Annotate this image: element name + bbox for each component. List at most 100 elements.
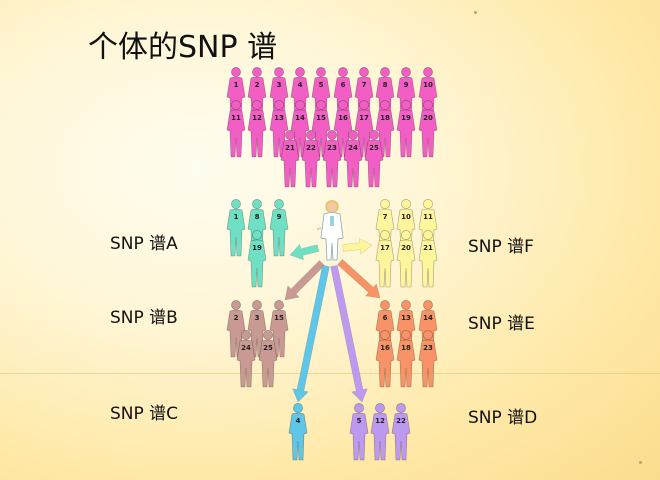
person-number: 6 bbox=[340, 81, 346, 89]
person-icon bbox=[343, 130, 363, 188]
person-population-11: 11 bbox=[226, 100, 246, 158]
arrow-to-d bbox=[330, 264, 368, 403]
decor-line bbox=[0, 373, 660, 374]
person-number: 3 bbox=[276, 81, 282, 89]
person-number: 10 bbox=[423, 81, 433, 89]
person-population-25: 25 bbox=[364, 130, 384, 188]
person-number: 23 bbox=[327, 144, 337, 152]
person-number: 24 bbox=[241, 344, 251, 352]
person-number: 6 bbox=[382, 314, 388, 322]
arrow-to-e bbox=[337, 258, 381, 299]
person-number: 16 bbox=[338, 114, 348, 122]
person-number: 23 bbox=[423, 344, 433, 352]
person-e-23: 23 bbox=[418, 330, 438, 388]
person-number: 1 bbox=[233, 213, 239, 221]
person-number: 25 bbox=[263, 344, 273, 352]
person-number: 24 bbox=[348, 144, 358, 152]
person-number: 12 bbox=[252, 114, 262, 122]
person-number: 9 bbox=[276, 213, 282, 221]
person-number: 22 bbox=[306, 144, 316, 152]
arrow-to-f bbox=[342, 237, 373, 255]
person-number: 5 bbox=[318, 81, 324, 89]
person-icon bbox=[247, 230, 267, 288]
person-number: 19 bbox=[252, 244, 262, 252]
person-a-1: 1 bbox=[226, 199, 246, 257]
person-icon bbox=[370, 403, 390, 461]
person-number: 18 bbox=[380, 114, 390, 122]
person-icon bbox=[301, 130, 321, 188]
person-c-4: 4 bbox=[288, 403, 308, 461]
decor-dot bbox=[474, 11, 477, 14]
person-f-21: 21 bbox=[418, 230, 438, 288]
person-icon bbox=[280, 130, 300, 188]
person-population-24: 24 bbox=[343, 130, 363, 188]
person-population-21: 21 bbox=[280, 130, 300, 188]
person-population-19: 19 bbox=[396, 100, 416, 158]
person-icon bbox=[418, 330, 438, 388]
person-population-22: 22 bbox=[301, 130, 321, 188]
person-number: 22 bbox=[396, 417, 406, 425]
researcher-icon bbox=[314, 198, 347, 262]
person-a-19: 19 bbox=[247, 230, 267, 288]
person-icon bbox=[247, 100, 267, 158]
person-e-18: 18 bbox=[396, 330, 416, 388]
label-snp-a: SNP 谱A bbox=[110, 234, 178, 254]
person-icon bbox=[396, 330, 416, 388]
person-number: 13 bbox=[274, 114, 284, 122]
person-b-24: 24 bbox=[236, 330, 256, 388]
label-snp-f: SNP 谱F bbox=[468, 237, 534, 257]
person-number: 15 bbox=[316, 114, 326, 122]
decor-dot bbox=[639, 461, 642, 464]
arrow-to-b bbox=[284, 260, 325, 301]
person-number: 25 bbox=[369, 144, 379, 152]
person-icon bbox=[418, 100, 438, 158]
arrow-to-a bbox=[289, 243, 320, 261]
arrow-to-c bbox=[292, 264, 330, 403]
person-number: 3 bbox=[254, 314, 260, 322]
person-number: 21 bbox=[423, 244, 433, 252]
person-number: 11 bbox=[423, 213, 433, 221]
person-number: 20 bbox=[423, 114, 433, 122]
person-f-17: 17 bbox=[375, 230, 395, 288]
person-number: 17 bbox=[380, 244, 390, 252]
person-number: 1 bbox=[233, 81, 239, 89]
person-b-25: 25 bbox=[258, 330, 278, 388]
person-number: 2 bbox=[254, 81, 260, 89]
person-number: 8 bbox=[254, 213, 260, 221]
person-icon bbox=[375, 330, 395, 388]
person-icon bbox=[418, 230, 438, 288]
person-icon bbox=[349, 403, 369, 461]
slide-title: 个体的SNP 谱 bbox=[88, 30, 278, 65]
person-icon bbox=[396, 230, 416, 288]
person-d-22: 22 bbox=[391, 403, 411, 461]
person-number: 13 bbox=[401, 314, 411, 322]
person-number: 16 bbox=[380, 344, 390, 352]
person-e-16: 16 bbox=[375, 330, 395, 388]
person-number: 14 bbox=[295, 114, 305, 122]
person-population-23: 23 bbox=[322, 130, 342, 188]
person-number: 7 bbox=[361, 81, 367, 89]
person-number: 2 bbox=[233, 314, 239, 322]
person-number: 18 bbox=[401, 344, 411, 352]
person-a-9: 9 bbox=[269, 199, 289, 257]
person-icon bbox=[288, 403, 308, 461]
person-d-5: 5 bbox=[349, 403, 369, 461]
label-snp-d: SNP 谱D bbox=[468, 408, 538, 428]
person-population-20: 20 bbox=[418, 100, 438, 158]
person-number: 7 bbox=[382, 213, 388, 221]
person-icon bbox=[391, 403, 411, 461]
person-number: 12 bbox=[375, 417, 385, 425]
person-number: 14 bbox=[423, 314, 433, 322]
person-icon bbox=[258, 330, 278, 388]
person-number: 20 bbox=[401, 244, 411, 252]
person-number: 19 bbox=[401, 114, 411, 122]
person-number: 4 bbox=[297, 81, 303, 89]
person-number: 21 bbox=[285, 144, 295, 152]
person-number: 5 bbox=[356, 417, 362, 425]
person-icon bbox=[375, 230, 395, 288]
person-number: 8 bbox=[382, 81, 388, 89]
person-icon bbox=[322, 130, 342, 188]
label-snp-c: SNP 谱C bbox=[110, 404, 179, 424]
